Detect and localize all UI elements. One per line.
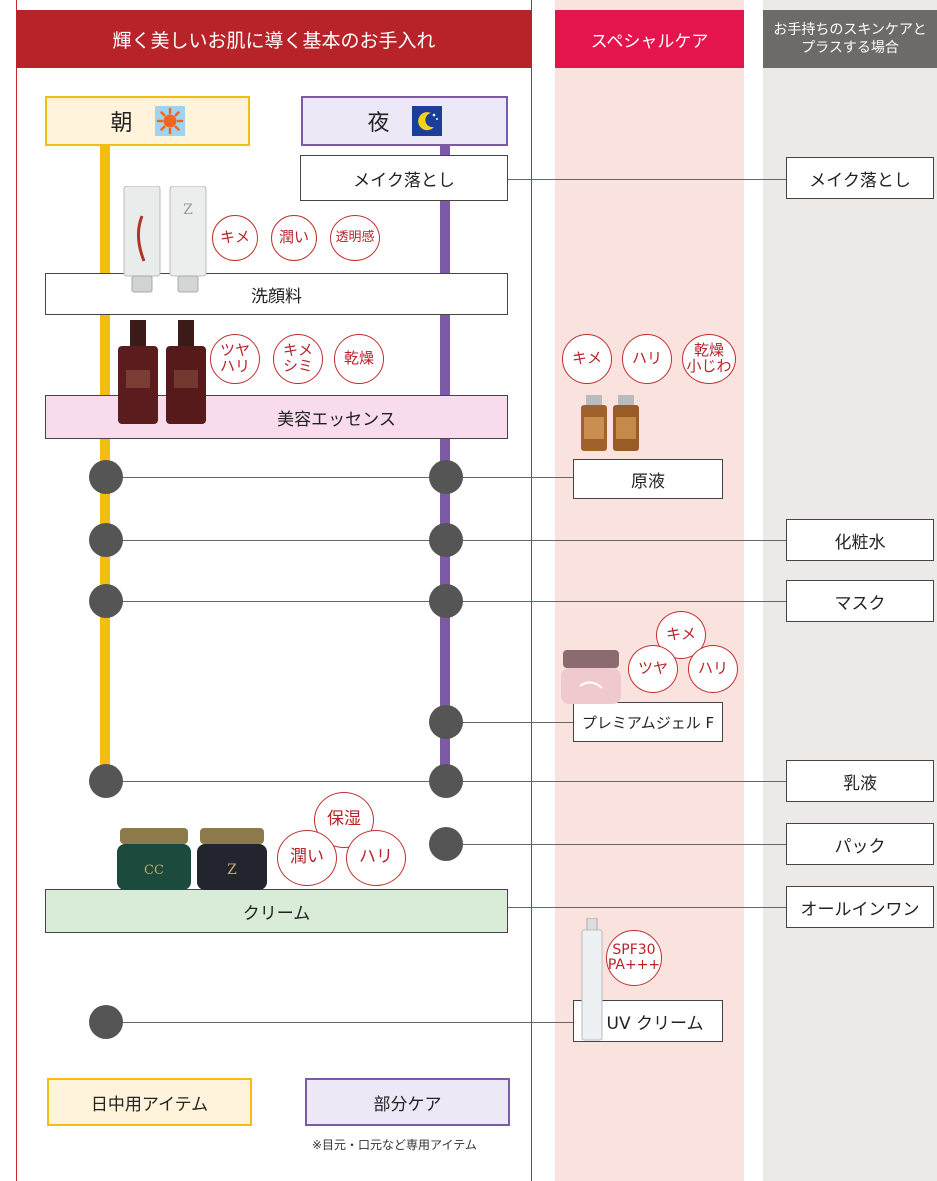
partial-care-label: 部分ケア	[305, 1078, 510, 1126]
connector-uv-line	[106, 1022, 574, 1023]
step-face-wash: 洗顔料	[45, 273, 508, 315]
own-milk: 乳液	[786, 760, 934, 802]
face-wash-tube-2: Z	[168, 185, 208, 298]
step-cream: クリーム	[45, 889, 508, 933]
special-care-header-text: スペシャルケア	[590, 31, 709, 52]
day-items-label-text: 日中用アイテム	[90, 1094, 209, 1115]
badge-facewash-uruoi: 潤い	[271, 215, 317, 261]
svg-text:Z: Z	[183, 202, 193, 218]
step-cream-label: クリーム	[242, 903, 311, 924]
badge-cream-uruoi: 潤い	[277, 830, 337, 886]
badge-facewash-kime: キメ	[212, 215, 258, 261]
special-uv-label: UV クリーム	[606, 1013, 704, 1034]
night-dot-milk	[429, 764, 463, 798]
badge-cream-hari: ハリ	[346, 830, 406, 886]
morning-label: 朝	[45, 96, 250, 146]
basic-column-border	[16, 0, 532, 1181]
partial-care-note: ※目元・口元など専用アイテム	[312, 1138, 477, 1152]
own-allinone: オールインワン	[786, 886, 934, 928]
face-wash-tube-1	[122, 185, 162, 298]
step-makeup-remover-label: メイク落とし	[353, 170, 455, 191]
essence-bottle-2	[164, 320, 208, 430]
morning-dot-toner	[89, 523, 123, 557]
night-dot-mask	[429, 584, 463, 618]
badge-essence-tsuya-hari: ツヤ ハリ	[210, 334, 260, 384]
uv-tube	[578, 917, 606, 1046]
gel-jar	[560, 648, 622, 710]
badge-serum-kansou-kojiwa: 乾燥 小じわ	[682, 334, 736, 384]
morning-dot-uv	[89, 1005, 123, 1039]
morning-dot-milk	[89, 764, 123, 798]
morning-dot-serum	[89, 460, 123, 494]
night-dot-toner	[429, 523, 463, 557]
special-care-header: スペシャルケア	[555, 10, 744, 68]
basic-care-header-text: 輝く美しいお肌に導く基本のお手入れ	[112, 29, 436, 52]
own-toner-label: 化粧水	[834, 532, 886, 553]
own-makeup-remover: メイク落とし	[786, 157, 934, 199]
step-essence-label: 美容エッセンス	[277, 409, 396, 430]
connector-makeup-remover	[508, 179, 786, 180]
badge-serum-kime: キメ	[562, 334, 612, 384]
badge-essence-kime-shimi: キメ シミ	[273, 334, 323, 384]
own-toner: 化粧水	[786, 519, 934, 561]
day-items-label: 日中用アイテム	[47, 1078, 252, 1126]
night-dot-gel	[429, 705, 463, 739]
sun-icon	[154, 106, 185, 136]
own-skincare-header: お手持ちのスキンケアと プラスする場合	[763, 10, 937, 68]
badge-gel-hari: ハリ	[688, 645, 738, 693]
morning-label-text: 朝	[110, 111, 133, 136]
special-serum: 原液	[573, 459, 723, 499]
night-dot-pack	[429, 827, 463, 861]
special-serum-label: 原液	[631, 471, 665, 492]
cream-jar-dark: Z	[196, 828, 268, 896]
badge-gel-tsuya: ツヤ	[628, 645, 678, 693]
own-pack: パック	[786, 823, 934, 865]
own-pack-label: パック	[834, 836, 886, 857]
badge-facewash-toumeikan: 透明感	[330, 215, 380, 261]
connector-pack	[446, 844, 786, 845]
badge-serum-hari: ハリ	[622, 334, 672, 384]
special-gel-label: プレミアムジェル F	[581, 713, 715, 732]
own-milk-label: 乳液	[843, 773, 877, 794]
partial-care-label-text: 部分ケア	[373, 1094, 442, 1115]
own-allinone-label: オールインワン	[800, 899, 920, 920]
svg-text:Z: Z	[227, 862, 237, 878]
badge-essence-kansou: 乾燥	[334, 334, 384, 384]
step-essence: 美容エッセンス	[45, 395, 508, 439]
cream-jar-green: CC	[116, 828, 192, 896]
connector-serum	[106, 477, 574, 478]
badge-uv-spf: SPF30 PA+++	[606, 930, 662, 986]
basic-care-header: 輝く美しいお肌に導く基本のお手入れ	[16, 10, 532, 68]
serum-vial-1	[580, 395, 608, 457]
own-mask-label: マスク	[834, 593, 886, 614]
special-gel: プレミアムジェル F	[573, 702, 723, 742]
svg-text:CC: CC	[144, 863, 164, 878]
connector-gel	[446, 722, 574, 723]
night-label-text: 夜	[367, 111, 390, 136]
serum-vial-2	[612, 395, 640, 457]
own-mask: マスク	[786, 580, 934, 622]
own-skincare-header-text: お手持ちのスキンケアと プラスする場合	[773, 21, 927, 56]
step-makeup-remover: メイク落とし	[300, 155, 508, 201]
moon-icon	[411, 106, 442, 136]
step-face-wash-label: 洗顔料	[251, 286, 302, 307]
night-dot-serum	[429, 460, 463, 494]
night-label: 夜	[301, 96, 508, 146]
own-makeup-remover-label: メイク落とし	[809, 170, 911, 191]
essence-bottle-1	[116, 320, 160, 430]
morning-dot-mask	[89, 584, 123, 618]
connector-allinone	[508, 907, 786, 908]
